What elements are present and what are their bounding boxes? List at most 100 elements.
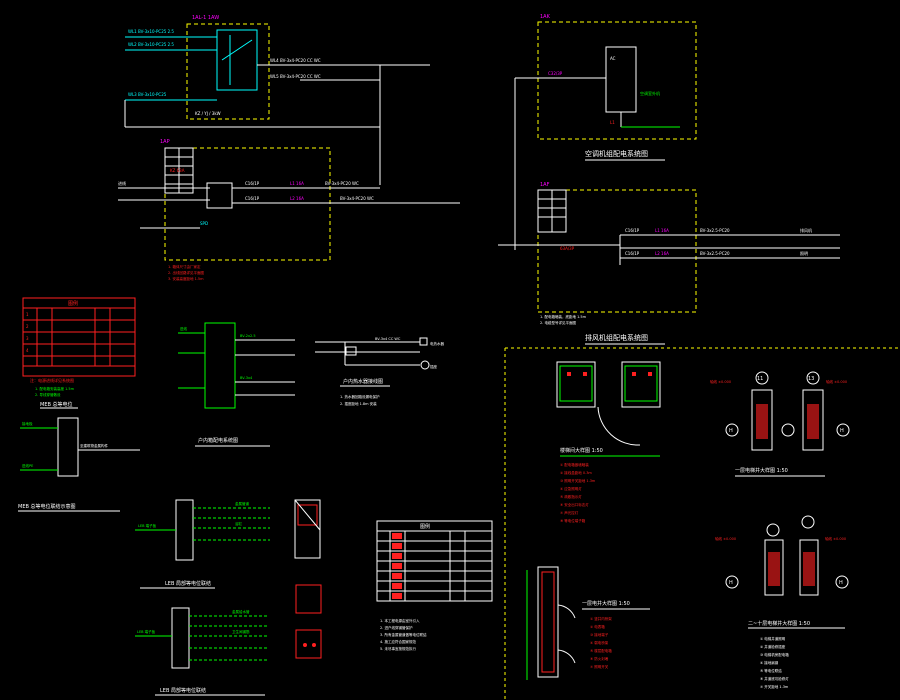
fan-system-title: 排风机组配电系统图 bbox=[585, 333, 648, 342]
elevator-plan-1: 11 13 H H 轴线 ±0.000 轴线 ±0.000 一层电梯井大样图 1… bbox=[710, 371, 850, 477]
elevator-plan-1-title: 一层电梯井大样图 1:50 bbox=[735, 467, 788, 474]
svg-text:L2 16A: L2 16A bbox=[290, 196, 304, 201]
svg-text:2. 电缆型号详见平面图: 2. 电缆型号详见平面图 bbox=[540, 320, 576, 325]
legend-table-mid: 图例 1. 本工程电源由室外引入 2. 进户线穿钢管保护 3. 所有金属管道做等… bbox=[376, 520, 493, 651]
svg-text:② 井道检修插座: ② 井道检修插座 bbox=[760, 644, 786, 649]
power-panel-diagram: 1AP KZ 63A C16/1P L1 16A BV-3x4-PC20 WC … bbox=[118, 139, 460, 281]
svg-text:4: 4 bbox=[26, 348, 29, 353]
svg-text:② 电表箱: ② 电表箱 bbox=[590, 624, 605, 629]
svg-text:轴线 ±0.000: 轴线 ±0.000 bbox=[825, 536, 846, 541]
svg-text:3. 所有金属管道做等电位联结: 3. 所有金属管道做等电位联结 bbox=[380, 632, 427, 637]
elevator-plan-2-title: 二~十层电梯井大样图 1:50 bbox=[748, 620, 810, 627]
leb-diagram-1: LEB 端子板 金属管道 浴缸 LEB 局部等电位联结 bbox=[135, 499, 270, 589]
svg-text:H: H bbox=[729, 428, 733, 434]
household-title: 户内箱配电系统图 bbox=[198, 437, 238, 444]
svg-text:L1 16A: L1 16A bbox=[655, 228, 669, 233]
svg-text:C16/1P: C16/1P bbox=[625, 228, 640, 233]
svg-text:3. 安装高度距地 1.5m: 3. 安装高度距地 1.5m bbox=[168, 276, 204, 281]
svg-text:⑧ 等电位端子箱: ⑧ 等电位端子箱 bbox=[560, 518, 586, 523]
svg-text:③ 电梯机房配电箱: ③ 电梯机房配电箱 bbox=[760, 652, 789, 657]
svg-text:SPD: SPD bbox=[200, 221, 208, 226]
svg-text:轴线 ±0.000: 轴线 ±0.000 bbox=[826, 379, 847, 384]
fan-system-diagram: 1AF C16/1P L1 16A BV-3x2.5-PC20 排风机 C16/… bbox=[498, 182, 840, 345]
svg-text:2. 出线回路详见平面图: 2. 出线回路详见平面图 bbox=[168, 270, 204, 275]
svg-text:C16/1P: C16/1P bbox=[245, 196, 260, 201]
svg-text:2: 2 bbox=[26, 324, 29, 329]
svg-text:⑤ 疏散指示灯: ⑤ 疏散指示灯 bbox=[560, 494, 582, 499]
svg-text:LEB 端子板: LEB 端子板 bbox=[137, 629, 156, 634]
svg-text:C32/3P: C32/3P bbox=[548, 71, 563, 76]
svg-text:MEB 总等电位: MEB 总等电位 bbox=[40, 401, 73, 408]
svg-text:轴线 ±0.000: 轴线 ±0.000 bbox=[710, 379, 731, 384]
svg-text:2. 进户线穿钢管保护: 2. 进户线穿钢管保护 bbox=[380, 625, 413, 630]
svg-text:金属管道: 金属管道 bbox=[235, 501, 249, 506]
household-box-diagram: BV-2x2.5 BV-3x4 进线 户内箱配电系统图 bbox=[178, 322, 295, 447]
svg-text:LEB 端子板: LEB 端子板 bbox=[138, 523, 157, 528]
svg-text:浴缸: 浴缸 bbox=[235, 521, 242, 526]
svg-text:5. 未尽事宜按规范执行: 5. 未尽事宜按规范执行 bbox=[380, 646, 416, 651]
svg-text:② 接线盒距地 0.3m: ② 接线盒距地 0.3m bbox=[560, 470, 592, 475]
svg-text:L1 16A: L1 16A bbox=[290, 181, 304, 186]
leb-title-1: LEB 局部等电位联结 bbox=[165, 580, 211, 587]
svg-text:④ 弱电桥架: ④ 弱电桥架 bbox=[590, 640, 609, 645]
svg-text:⑤ 楼层配电箱: ⑤ 楼层配电箱 bbox=[590, 648, 612, 653]
svg-text:⑥ 防火封堵: ⑥ 防火封堵 bbox=[590, 656, 609, 661]
svg-text:空调室外机: 空调室外机 bbox=[640, 90, 660, 96]
svg-text:1. 热水器回路设漏电保护: 1. 热水器回路设漏电保护 bbox=[340, 394, 380, 399]
svg-text:⑦ 开关距地 1.3m: ⑦ 开关距地 1.3m bbox=[760, 684, 789, 689]
svg-text:1. 箱体尺寸由厂家定: 1. 箱体尺寸由厂家定 bbox=[168, 264, 201, 269]
table-left-header: 图例 bbox=[68, 300, 78, 307]
shaft-plan: 一层电井大样图 1:50 ① 竖井内桥架 ② 电表箱 ③ 接地端子 ④ 弱电桥架… bbox=[526, 566, 650, 680]
svg-text:BV-3x4 CC WC: BV-3x4 CC WC bbox=[375, 337, 401, 341]
svg-text:WL1 BV-3x10-PC25 2.5: WL1 BV-3x10-PC25 2.5 bbox=[128, 29, 174, 34]
svg-text:④ 接地扁钢: ④ 接地扁钢 bbox=[760, 660, 779, 665]
meter-panel-diagram: 1AL-1 1AW WL1 BV-3x10-PC25 2.5 WL2 BV-3x… bbox=[124, 15, 430, 185]
plans-frame bbox=[504, 347, 900, 700]
svg-text:L2 16A: L2 16A bbox=[655, 251, 669, 256]
leb-title-2: LEB 局部等电位联结 bbox=[160, 687, 206, 694]
svg-text:金属给水管: 金属给水管 bbox=[232, 609, 250, 614]
shaft-plan-title: 一层电井大样图 1:50 bbox=[582, 600, 630, 607]
svg-text:① 竖井内桥架: ① 竖井内桥架 bbox=[590, 616, 612, 621]
svg-text:至建筑物金属构件: 至建筑物金属构件 bbox=[80, 443, 108, 448]
svg-text:1. 配电箱暗装，底距地 1.5m: 1. 配电箱暗装，底距地 1.5m bbox=[540, 314, 587, 319]
svg-text:④ 应急照明灯: ④ 应急照明灯 bbox=[560, 486, 582, 491]
meb-diagram: MEB 总等电位 接地极 进线PE 至建筑物金属构件 MEB 总等电位联结示意图 bbox=[18, 401, 140, 512]
elevator-plan-2: H H 轴线 ±0.000 轴线 ±0.000 二~十层电梯井大样图 1:50 … bbox=[715, 515, 849, 689]
svg-text:⑦ 照明开关: ⑦ 照明开关 bbox=[590, 664, 609, 669]
svg-text:C16/1P: C16/1P bbox=[625, 251, 640, 256]
svg-text:轴线 ±0.000: 轴线 ±0.000 bbox=[715, 536, 736, 541]
svg-text:AC: AC bbox=[610, 56, 616, 61]
svg-text:4. 施工应符合国家规范: 4. 施工应符合国家规范 bbox=[380, 639, 416, 644]
svg-text:接地极: 接地极 bbox=[22, 421, 33, 426]
meter-panel-label: 1AL-1 1AW bbox=[192, 15, 219, 21]
svg-text:BV-2x2.5: BV-2x2.5 bbox=[240, 334, 256, 338]
svg-text:进线: 进线 bbox=[118, 180, 126, 186]
svg-text:排风机: 排风机 bbox=[800, 227, 812, 233]
stair-plan: 楼梯间大样图 1:50 ① 配电箱嵌墙暗装 ② 接线盒距地 0.3m ③ 照明开… bbox=[556, 361, 661, 523]
svg-text:WL2 BV-3x10-PC25 2.5: WL2 BV-3x10-PC25 2.5 bbox=[128, 42, 174, 47]
svg-text:11: 11 bbox=[757, 376, 763, 382]
svg-text:① 电梯井道照明: ① 电梯井道照明 bbox=[760, 636, 786, 641]
heater-diagram: BV-3x4 CC WC 电热水器 插座 户内热水器接线图 1. 热水器回路设漏… bbox=[315, 337, 444, 406]
svg-text:BV-3x4: BV-3x4 bbox=[240, 376, 253, 380]
legend-table-left: 图例 1 2 3 4 注：电源进线详见系统图 1. 配电箱安装高度 1.5m 2… bbox=[22, 297, 136, 397]
ac-system-diagram: 1AK AC C32/3P 空调室外机 L1 空调机组配电系统图 bbox=[514, 14, 697, 250]
svg-text:3: 3 bbox=[26, 336, 29, 341]
svg-text:BV-3x4-PC20 WC: BV-3x4-PC20 WC bbox=[325, 181, 359, 186]
svg-text:注：电源进线详见系统图: 注：电源进线详见系统图 bbox=[30, 377, 74, 383]
stair-plan-title: 楼梯间大样图 1:50 bbox=[560, 447, 603, 454]
svg-text:2. 导线穿管敷设: 2. 导线穿管敷设 bbox=[35, 392, 61, 397]
svg-text:KZ / YJ / 3kW: KZ / YJ / 3kW bbox=[195, 111, 221, 116]
svg-text:⑥ 安全出口标志灯: ⑥ 安全出口标志灯 bbox=[560, 502, 589, 507]
svg-text:1. 配电箱安装高度 1.5m: 1. 配电箱安装高度 1.5m bbox=[35, 386, 75, 391]
heater-title: 户内热水器接线图 bbox=[343, 378, 383, 385]
svg-text:① 配电箱嵌墙暗装: ① 配电箱嵌墙暗装 bbox=[560, 462, 589, 467]
svg-text:H: H bbox=[729, 580, 733, 586]
svg-text:WL4 BV-3x4-PC20 CC WC: WL4 BV-3x4-PC20 CC WC bbox=[270, 58, 321, 63]
svg-text:照明: 照明 bbox=[800, 251, 808, 256]
svg-text:卫生间钢筋: 卫生间钢筋 bbox=[232, 629, 250, 634]
svg-text:⑥ 井道底坑检修灯: ⑥ 井道底坑检修灯 bbox=[760, 676, 789, 681]
svg-text:13: 13 bbox=[808, 376, 814, 382]
table-mid-header: 图例 bbox=[420, 523, 430, 530]
